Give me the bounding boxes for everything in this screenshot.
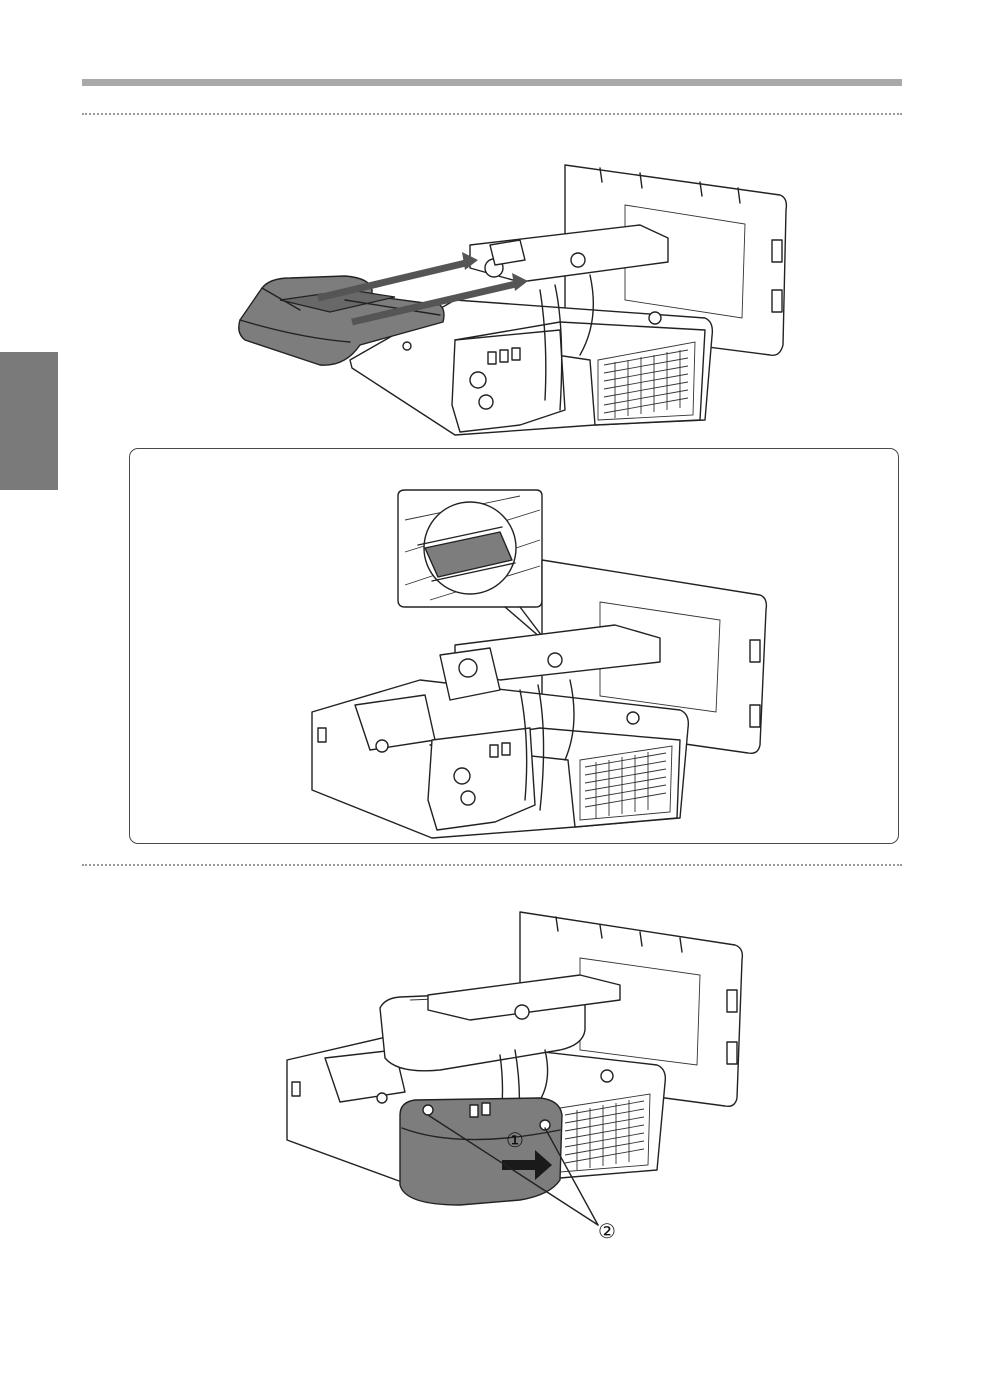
callout-2-label: ② — [598, 1219, 616, 1243]
callout-1-label: ① — [506, 1128, 524, 1152]
